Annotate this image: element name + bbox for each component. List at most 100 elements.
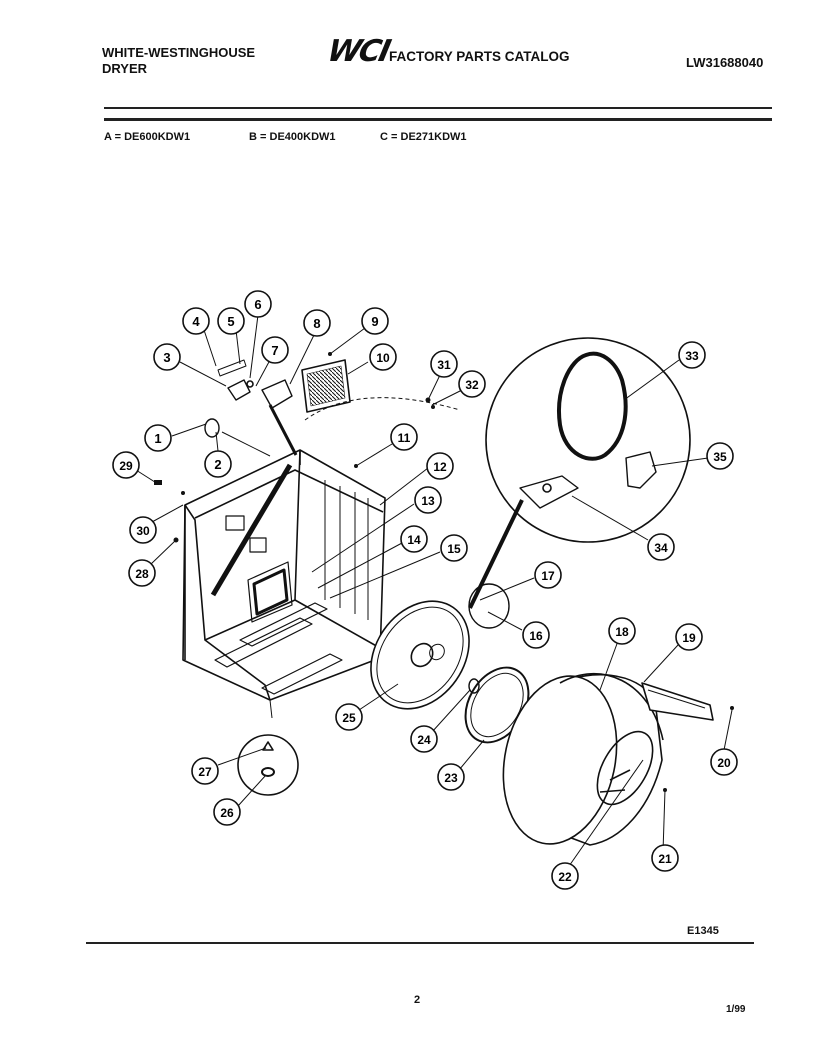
callout-21: 21 [651,844,679,872]
callout-17: 17 [534,561,562,589]
callout-33: 33 [678,341,706,369]
header-rule-bottom [104,118,772,121]
brand-line2: DRYER [102,61,148,76]
svg-text:9: 9 [371,314,378,329]
model-a-key: A [104,131,112,143]
model-b-number: DE400KDW1 [269,131,336,143]
model-b-sep: = [260,131,267,143]
callout-12: 12 [426,452,454,480]
page-number: 2 [414,994,421,1006]
callout-10: 10 [369,343,397,371]
callout-13: 13 [414,486,442,514]
callout-18: 18 [608,617,636,645]
svg-text:22: 22 [558,870,572,884]
callout-7: 7 [261,336,289,364]
svg-text:4: 4 [192,314,200,329]
svg-text:31: 31 [437,358,451,372]
cabinet-drawing [182,449,386,719]
svg-text:5: 5 [227,314,234,329]
svg-text:16: 16 [529,629,543,643]
detail-circle-16 [468,583,510,629]
callout-4: 4 [182,307,210,335]
svg-text:35: 35 [713,450,727,464]
callout-9: 9 [361,307,389,335]
svg-text:21: 21 [658,852,672,866]
model-a: A = DE600KDW1 [104,131,190,143]
callout-5: 5 [217,307,245,335]
svg-text:10: 10 [376,351,390,365]
svg-text:24: 24 [417,733,431,747]
callout-32: 32 [458,370,486,398]
foot-leveler-drawing [237,734,299,796]
footer-rule [86,942,754,944]
svg-text:29: 29 [119,459,133,473]
svg-text:14: 14 [407,533,421,547]
drum-drawing [502,673,664,846]
svg-text:26: 26 [220,806,234,820]
callout-11: 11 [390,423,418,451]
callout-24: 24 [410,725,438,753]
svg-text:7: 7 [271,343,278,358]
callout-27: 27 [191,757,219,785]
model-a-number: DE600KDW1 [124,131,191,143]
svg-text:15: 15 [447,542,461,556]
svg-text:33: 33 [685,349,699,363]
svg-text:3: 3 [163,350,170,365]
callout-35: 35 [706,442,734,470]
svg-text:11: 11 [398,431,411,445]
model-c-number: DE271KDW1 [400,131,467,143]
svg-text:23: 23 [444,771,458,785]
callout-25: 25 [335,703,363,731]
svg-text:2: 2 [214,457,221,472]
model-c-key: C [380,131,388,143]
svg-text:28: 28 [135,567,149,581]
svg-text:27: 27 [198,765,212,779]
catalog-number: LW31688040 [686,55,764,70]
svg-text:18: 18 [615,625,629,639]
callout-34: 34 [647,533,675,561]
callout-16: 16 [522,621,550,649]
svg-text:12: 12 [433,460,447,474]
callout-14: 14 [400,525,428,553]
model-b-key: B [249,131,257,143]
callout-6: 6 [244,290,272,318]
model-c-sep: = [391,131,398,143]
front-bulkhead-drawing [370,600,470,710]
callout-1: 1 [144,424,172,452]
svg-text:8: 8 [313,316,320,331]
svg-text:32: 32 [465,378,479,392]
date: 1/99 [726,1004,746,1015]
baffle-drawing [641,682,714,721]
model-c: C = DE271KDW1 [380,131,467,143]
svg-text:34: 34 [654,541,668,555]
svg-text:20: 20 [717,756,731,770]
detail-zoom-circle [468,337,691,609]
callout-2: 2 [204,450,232,478]
brand-line1: WHITE-WESTINGHOUSE [102,45,256,60]
callout-3: 3 [153,343,181,371]
callout-20: 20 [710,748,738,776]
callout-26: 26 [213,798,241,826]
callouts: 1 2 3 4 5 6 7 8 9 10 11 12 13 14 15 16 1… [112,290,738,890]
callout-23: 23 [437,763,465,791]
svg-text:17: 17 [541,569,555,583]
callout-8: 8 [303,309,331,337]
callout-29: 29 [112,451,140,479]
callout-28: 28 [128,559,156,587]
control-parts-drawing [204,359,351,438]
svg-text:6: 6 [254,297,261,312]
callout-30: 30 [129,516,157,544]
model-a-sep: = [114,131,122,143]
callout-15: 15 [440,534,468,562]
svg-text:25: 25 [342,711,356,725]
svg-text:1: 1 [154,431,161,446]
callout-19: 19 [675,623,703,651]
callout-31: 31 [430,350,458,378]
model-b: B = DE400KDW1 [249,131,336,143]
svg-text:30: 30 [136,524,150,538]
svg-text:13: 13 [421,494,435,508]
leader-lines [135,314,733,870]
header-rule-top [104,107,772,109]
svg-text:19: 19 [682,631,696,645]
